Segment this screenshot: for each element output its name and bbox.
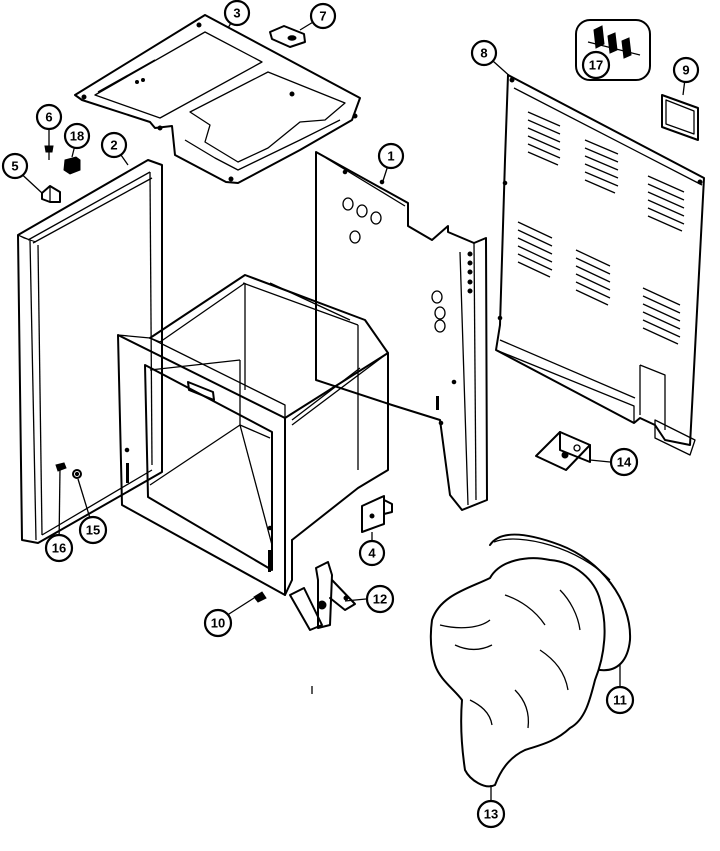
- callout-8: 8: [470, 39, 498, 67]
- svg-text:17: 17: [589, 58, 603, 73]
- svg-text:4: 4: [368, 546, 376, 561]
- svg-text:5: 5: [11, 159, 18, 174]
- pad-part-7: [269, 25, 306, 48]
- svg-text:18: 18: [70, 129, 84, 144]
- callout-2: 2: [100, 131, 128, 159]
- callout-1: 1: [377, 142, 405, 170]
- side-trim-part-2: [17, 159, 163, 544]
- clip-part-5: [41, 185, 61, 203]
- svg-text:16: 16: [52, 541, 66, 556]
- svg-text:1: 1: [387, 149, 394, 164]
- svg-text:12: 12: [373, 592, 387, 607]
- top-panel-part-3: [74, 14, 361, 184]
- screw-part-15: [72, 469, 82, 479]
- svg-text:6: 6: [45, 110, 52, 125]
- bracket-part-18: [63, 156, 81, 175]
- bracket-part-4: [361, 495, 393, 533]
- callout-5: 5: [1, 152, 29, 180]
- svg-text:11: 11: [613, 693, 627, 708]
- callout-3: 3: [223, 0, 251, 27]
- callout-17: 17: [581, 50, 611, 80]
- callout-9: 9: [672, 56, 700, 84]
- insulation-part-13: [429, 557, 606, 788]
- callout-14: 14: [609, 447, 639, 477]
- screw-part-6: [44, 145, 54, 160]
- screw-part-10: [253, 591, 267, 603]
- screw-part-16: [55, 462, 67, 472]
- callout-13: 13: [476, 799, 506, 829]
- bracket-part-14: [535, 431, 591, 471]
- gasket-part-11: [489, 533, 632, 672]
- svg-text:8: 8: [480, 46, 487, 61]
- callout-7: 7: [309, 2, 337, 30]
- back-panel-louvres: [517, 111, 685, 345]
- svg-text:9: 9: [682, 63, 689, 78]
- pad-part-9: [661, 94, 699, 141]
- callout-16: 16: [44, 533, 74, 563]
- callout-6: 6: [35, 103, 63, 131]
- svg-text:13: 13: [484, 807, 498, 822]
- hinge-receiver-part-12: [289, 561, 356, 631]
- callout-4: 4: [358, 539, 386, 567]
- callout-10: 10: [203, 608, 233, 638]
- svg-text:10: 10: [211, 616, 225, 631]
- clips-part-17: [575, 19, 651, 81]
- side-panel-part-1: [315, 151, 488, 511]
- back-panel-part-8: [495, 74, 705, 456]
- callout-11: 11: [605, 685, 635, 715]
- oven-liner: [117, 274, 389, 596]
- callout-12: 12: [365, 584, 395, 614]
- svg-text:7: 7: [319, 9, 326, 24]
- svg-text:3: 3: [233, 6, 240, 21]
- callout-18: 18: [63, 122, 91, 150]
- callout-15: 15: [78, 515, 108, 545]
- svg-text:2: 2: [110, 138, 117, 153]
- svg-text:15: 15: [86, 523, 100, 538]
- svg-text:14: 14: [617, 455, 632, 470]
